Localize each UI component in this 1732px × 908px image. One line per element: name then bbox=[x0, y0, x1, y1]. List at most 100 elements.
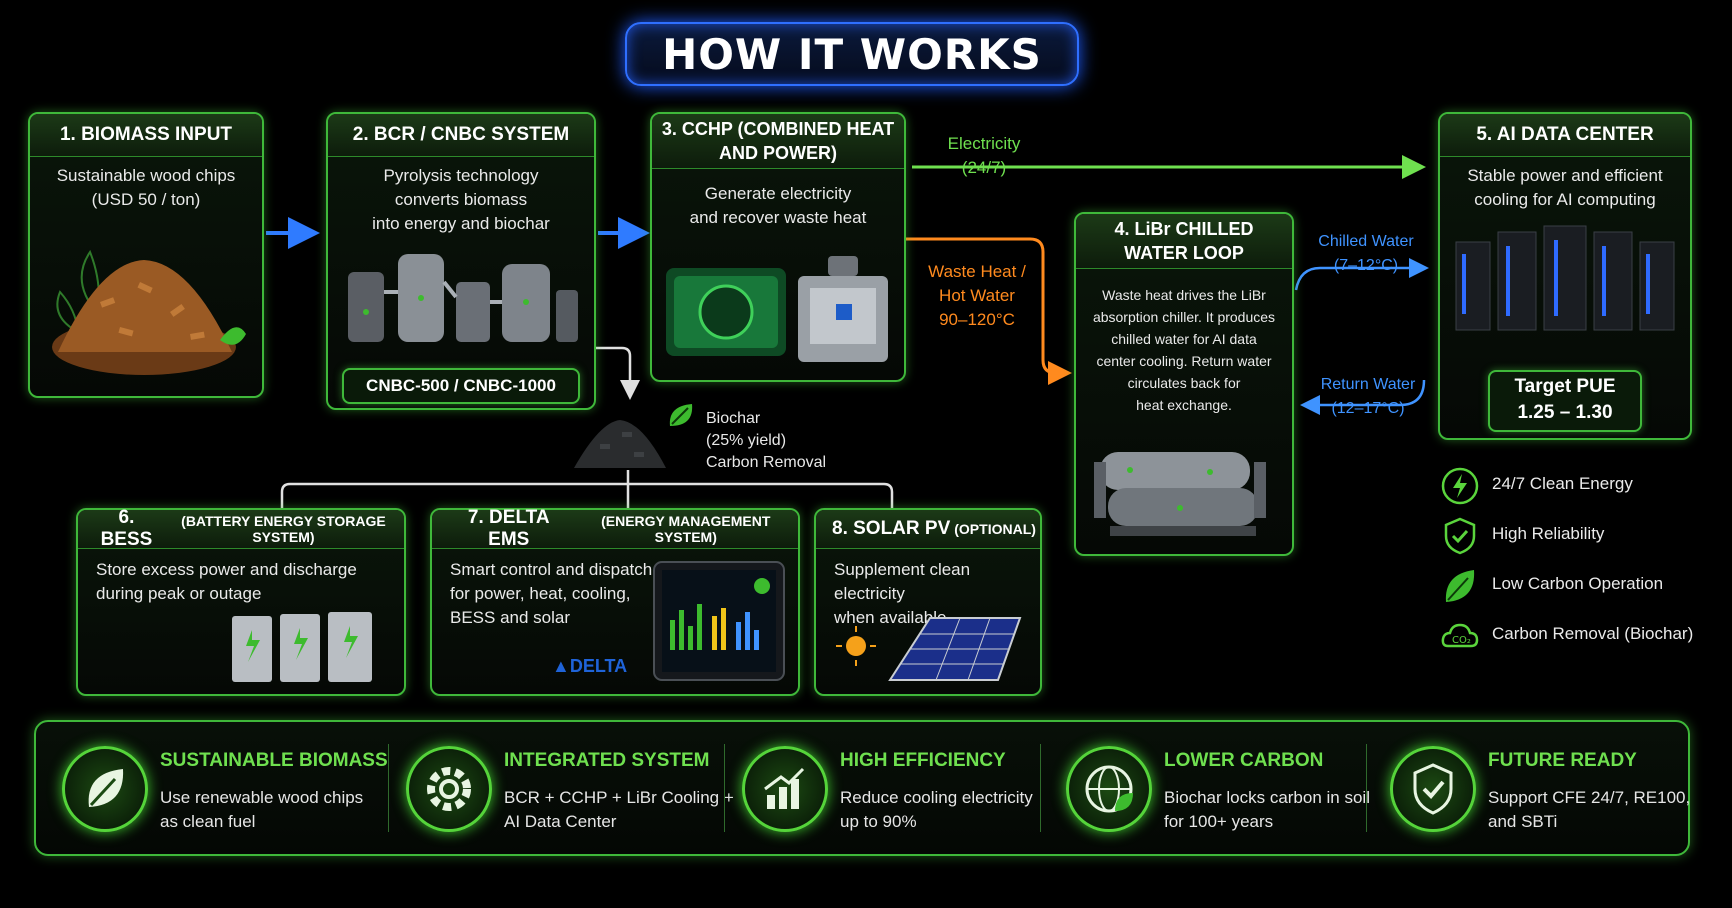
leaf-icon bbox=[1445, 570, 1475, 602]
biochar-carbon-removal: Carbon Removal bbox=[706, 454, 827, 471]
solar-panel-icon bbox=[836, 617, 1022, 681]
globe-leaf-icon bbox=[1066, 746, 1152, 832]
bess-box: 6. BESS (BATTERY ENERGY STORAGE SYSTEM) S… bbox=[76, 507, 406, 696]
biomass-desc-line1: Sustainable wood chips bbox=[56, 166, 236, 185]
benefit-label: 24/7 Clean Energy bbox=[1492, 474, 1633, 493]
bcr-model-badge: CNBC-500 / CNBC-1000 bbox=[342, 368, 580, 404]
cchp-box: 3. CCHP (COMBINED HEAT AND POWER) Genera… bbox=[650, 112, 906, 382]
ems-desc-line1: Smart control and dispatch bbox=[450, 560, 653, 579]
lightning-icon bbox=[1441, 467, 1479, 505]
feature-desc-line1: BCR + CCHP + LiBr Cooling + bbox=[504, 788, 734, 807]
cchp-title-line2: AND POWER) bbox=[718, 143, 837, 163]
ems-dashboard-tablet-icon bbox=[653, 561, 785, 681]
return-water-temperature: (12–17°C) bbox=[1331, 400, 1405, 417]
libr-desc-line5: circulates back for bbox=[1127, 375, 1241, 391]
feature-lower-carbon: LOWER CARBON Biochar locks carbon in soi… bbox=[1066, 722, 1370, 854]
biomass-title: 1. BIOMASS INPUT bbox=[30, 114, 262, 157]
biomass-input-box: 1. BIOMASS INPUT Sustainable wood chips … bbox=[28, 112, 264, 398]
bess-title-subtitle: (BATTERY ENERGY STORAGE SYSTEM) bbox=[181, 513, 386, 545]
target-pue-value: 1.25 – 1.30 bbox=[1517, 402, 1613, 423]
biomass-desc-line2: (USD 50 / ton) bbox=[91, 190, 201, 209]
biochar-yield: (25% yield) bbox=[706, 432, 787, 449]
pyrolysis-equipment-icon bbox=[348, 254, 578, 342]
bcr-desc-line1: Pyrolysis technology bbox=[383, 166, 539, 185]
bcr-cnbc-system-box: 2. BCR / CNBC SYSTEM Pyrolysis technolog… bbox=[326, 112, 596, 410]
feature-desc-line1: Biochar locks carbon in soil bbox=[1164, 788, 1370, 807]
wood-chips-icon bbox=[52, 249, 246, 375]
feature-desc-line2: AI Data Center bbox=[504, 812, 617, 831]
co2-cloud-icon: CO₂ bbox=[1441, 623, 1479, 648]
arrow-return-water bbox=[1300, 379, 1426, 415]
solar-title: 8. SOLAR PV bbox=[832, 518, 951, 539]
feature-desc-line1: Reduce cooling electricity bbox=[840, 788, 1033, 807]
libr-desc-line6: heat exchange. bbox=[1136, 397, 1232, 413]
chp-generator-icon bbox=[666, 256, 888, 362]
chart-up-icon bbox=[742, 746, 828, 832]
page-title: HOW IT WORKS bbox=[625, 22, 1079, 86]
cchp-title-line1: 3. CCHP (COMBINED HEAT bbox=[661, 119, 895, 139]
cchp-desc-line2: and recover waste heat bbox=[689, 208, 867, 227]
solar-title-subtitle: (OPTIONAL) bbox=[954, 521, 1036, 537]
feature-desc-line1: Use renewable wood chips bbox=[160, 788, 364, 807]
cchp-desc-line1: Generate electricity bbox=[704, 184, 852, 203]
arrow-biochar-down bbox=[594, 346, 640, 400]
bess-desc-line2: during peak or outage bbox=[96, 584, 262, 603]
svg-text:CO₂: CO₂ bbox=[1452, 635, 1471, 646]
benefit-label: Low Carbon Operation bbox=[1492, 574, 1664, 593]
electricity-label: Electricity bbox=[947, 134, 1021, 153]
solar-desc-line2: when available bbox=[834, 608, 947, 627]
bess-title: 6. BESS bbox=[100, 507, 153, 550]
feature-divider bbox=[724, 744, 725, 832]
feature-desc-line2: up to 90% bbox=[840, 812, 917, 831]
hot-water-label: Hot Water bbox=[939, 286, 1015, 305]
feature-future-ready: FUTURE READY Support CFE 24/7, RE100,and… bbox=[1390, 722, 1690, 854]
feature-title: INTEGRATED SYSTEM bbox=[504, 750, 710, 771]
data-center-desc-line2: cooling for AI computing bbox=[1474, 190, 1656, 209]
biochar-label: Biochar bbox=[706, 410, 761, 427]
arrow-waste-heat bbox=[906, 237, 1072, 385]
server-racks-icon bbox=[1455, 225, 1675, 331]
solar-desc-line1: Supplement clean electricity bbox=[834, 560, 971, 603]
feature-title: FUTURE READY bbox=[1488, 750, 1637, 771]
chilled-water-label: Chilled Water bbox=[1318, 233, 1414, 250]
feature-integrated-system: INTEGRATED SYSTEM BCR + CCHP + LiBr Cool… bbox=[406, 722, 734, 854]
libr-desc-line1: Waste heat drives the LiBr bbox=[1102, 287, 1266, 303]
waste-heat-label: Waste Heat / bbox=[928, 262, 1026, 281]
feature-high-efficiency: HIGH EFFICIENCY Reduce cooling electrici… bbox=[742, 722, 1042, 854]
solar-pv-box: 8. SOLAR PV(OPTIONAL) Supplement clean e… bbox=[814, 508, 1042, 696]
libr-desc-line2: absorption chiller. It produces bbox=[1092, 309, 1276, 325]
ems-desc-line2: for power, heat, cooling, bbox=[450, 584, 631, 603]
libr-desc-line3: chilled water for AI data bbox=[1111, 331, 1257, 347]
chilled-water-temperature: (7–12°C) bbox=[1333, 257, 1399, 274]
shield-check-icon bbox=[1390, 746, 1476, 832]
ems-title: 7. DELTA EMS bbox=[467, 507, 550, 550]
absorption-chiller-icon bbox=[1094, 452, 1266, 536]
bess-desc-line1: Store excess power and discharge bbox=[96, 560, 357, 579]
features-bar: SUSTAINABLE BIOMASS Use renewable wood c… bbox=[34, 720, 1690, 856]
libr-title-line1: 4. LiBr CHILLED bbox=[1114, 219, 1254, 239]
feature-desc-line2: as clean fuel bbox=[160, 812, 256, 831]
libr-desc-line4: center cooling. Return water bbox=[1096, 353, 1272, 369]
libr-title-line2: WATER LOOP bbox=[1124, 243, 1244, 263]
bcr-desc-line2: converts biomass bbox=[394, 190, 528, 209]
ems-title-subtitle: (ENERGY MANAGEMENT SYSTEM) bbox=[601, 513, 771, 545]
return-water-label: Return Water bbox=[1320, 376, 1416, 393]
biochar-branch-lines bbox=[280, 470, 894, 508]
target-pue-label: Target PUE bbox=[1514, 376, 1616, 397]
ai-data-center-box: 5. AI DATA CENTER Stable power and effic… bbox=[1438, 112, 1692, 440]
bcr-desc-line3: into energy and biochar bbox=[372, 214, 550, 233]
libr-chilled-water-loop-box: 4. LiBr CHILLED WATER LOOP Waste heat dr… bbox=[1074, 212, 1294, 556]
data-center-desc-line1: Stable power and efficient bbox=[1467, 166, 1663, 185]
benefit-label: High Reliability bbox=[1492, 524, 1605, 543]
leaf-icon bbox=[62, 746, 148, 832]
electricity-availability: (24/7) bbox=[961, 158, 1007, 177]
battery-cabinets-icon bbox=[232, 612, 372, 682]
hot-water-temperature: 90–120°C bbox=[939, 310, 1015, 329]
feature-desc-line2: and SBTi bbox=[1488, 812, 1558, 831]
leaf-icon bbox=[669, 404, 693, 426]
feature-title: SUSTAINABLE BIOMASS bbox=[160, 750, 388, 771]
ems-desc-line3: BESS and solar bbox=[450, 608, 571, 627]
feature-desc-line2: for 100+ years bbox=[1164, 812, 1274, 831]
arrow-chilled-water bbox=[1294, 258, 1429, 291]
